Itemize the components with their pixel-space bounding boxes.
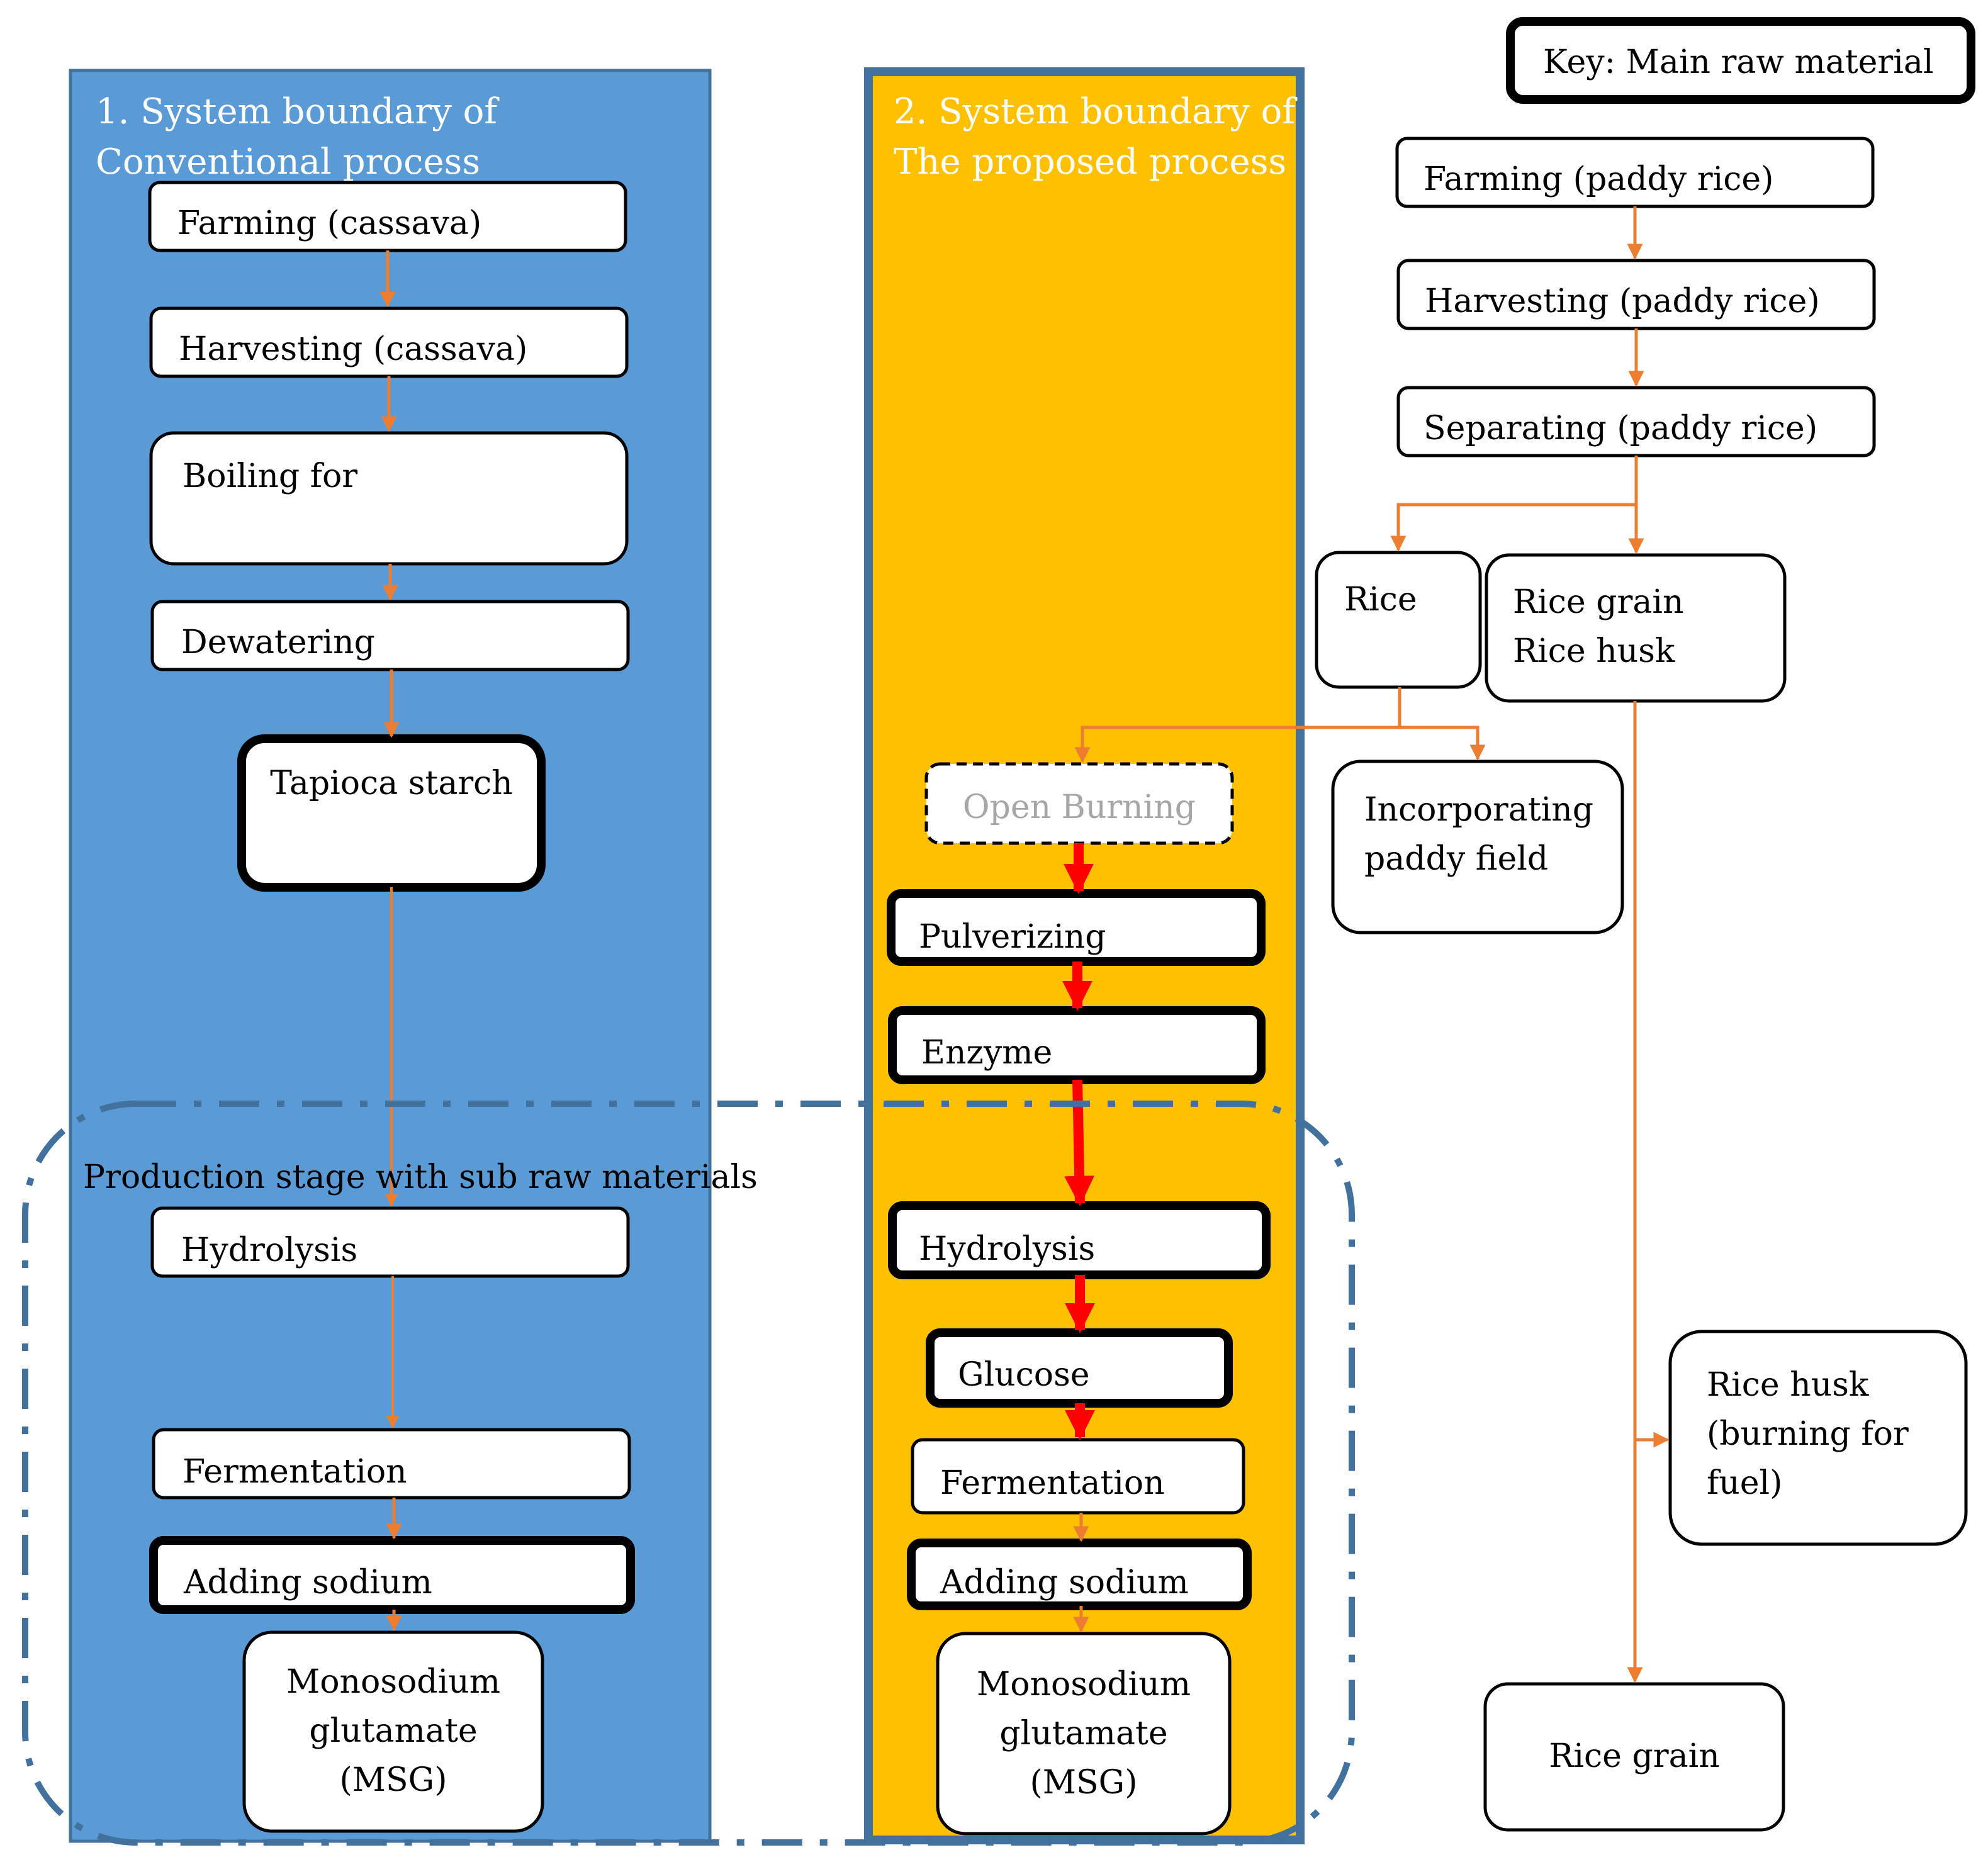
- prop-adding-sodium-label: Adding sodium: [940, 1564, 1189, 1601]
- rice-grain-box: [1483, 1682, 1785, 1832]
- prop-open-burning-label: Open Burning: [962, 788, 1196, 826]
- rice-grain-label: Rice grain: [1549, 1737, 1720, 1775]
- straw-to-open-burning-arrow: [1074, 687, 1401, 763]
- conv-hydrolysis-box: [150, 1206, 630, 1278]
- rice-husk-fuel-box: [1668, 1330, 1968, 1546]
- rice-grain-husk-label: Rice grain Rice husk: [1513, 583, 1684, 670]
- prop-pulverizing-label: Pulverizing: [919, 918, 1106, 956]
- prop-glucose-label: Glucose: [958, 1356, 1090, 1394]
- conv-boiling-label: Boiling for: [183, 457, 358, 495]
- conv-dewatering-label: Dewatering: [181, 624, 375, 661]
- rice-husk-fuel-label: Rice husk (burning for fuel): [1707, 1366, 1909, 1502]
- conv-msg-label: Monosodium glutamate (MSG): [286, 1663, 501, 1799]
- prop-adding-sodium-box: [907, 1539, 1252, 1610]
- prop-msg-label: Monosodium glutamate (MSG): [976, 1666, 1191, 1802]
- rice-arrow-4: [1390, 503, 1636, 552]
- prop-fermentation-label: Fermentation: [940, 1464, 1165, 1502]
- prop-hydrolysis-label: Hydrolysis: [919, 1230, 1096, 1268]
- rice-farming-label: Farming (paddy rice): [1424, 160, 1774, 198]
- conv-fermentation-label: Fermentation: [183, 1453, 407, 1491]
- prop-arrow-3: [1064, 1079, 1095, 1206]
- conventional-title: 1. System boundary of Conventional proce…: [96, 91, 498, 182]
- production-stage-label: Production stage with sub raw materials: [83, 1158, 758, 1196]
- straw-to-incorporating-arrow: [1400, 726, 1486, 761]
- prop-enzyme-label: Enzyme: [921, 1034, 1053, 1072]
- conv-msg-box: [242, 1630, 544, 1833]
- conv-hydrolysis-label: Hydrolysis: [181, 1231, 358, 1269]
- key-label: Key: Main raw material: [1543, 43, 1934, 81]
- rice-separating-label: Separating (paddy rice): [1424, 410, 1818, 447]
- conv-fermentation-box: [152, 1428, 631, 1500]
- conv-adding-sodium-box: [149, 1536, 635, 1614]
- conv-adding-sodium-label: Adding sodium: [184, 1564, 432, 1601]
- rice-harvesting-label: Harvesting (paddy rice): [1425, 283, 1820, 320]
- incorporating-label: Incorporating paddy field: [1364, 791, 1594, 878]
- incorporating-box: [1331, 760, 1624, 934]
- conv-farming-label: Farming (cassava): [177, 205, 482, 242]
- key-box: [1506, 17, 1975, 104]
- conv-tapioca-label: Tapioca starch: [270, 765, 513, 802]
- rice-straw-label: Rice: [1344, 581, 1417, 619]
- proposed-title: 2. System boundary of The proposed proce…: [894, 91, 1296, 182]
- conv-harvesting-label: Harvesting (cassava): [179, 330, 528, 368]
- prop-msg-box: [936, 1632, 1232, 1836]
- production-stage-boundary: [22, 1101, 1355, 1846]
